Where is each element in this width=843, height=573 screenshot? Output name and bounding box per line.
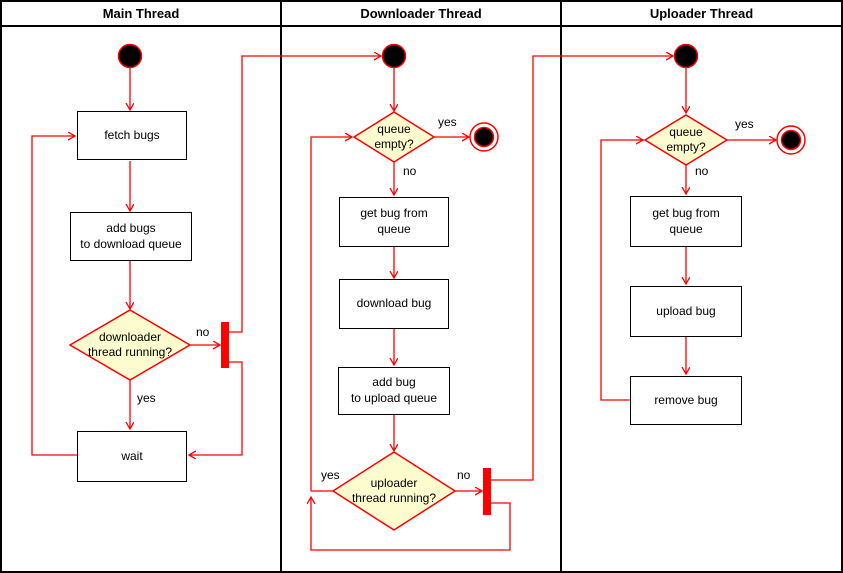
header-separator	[2, 25, 841, 27]
guard-label-uploader-running-yes: yes	[321, 468, 340, 482]
decision-label-uploader-thread-running: uploader thread running?	[351, 476, 437, 505]
final-node-uploader	[776, 125, 806, 155]
decision-downloader-thread-running	[68, 309, 192, 381]
activity-remove-bug: remove bug	[630, 376, 742, 425]
sync-bar-downloader	[483, 468, 491, 515]
initial-node-main	[117, 43, 143, 69]
decision-label-ul-queue-empty: queue empty?	[666, 125, 706, 154]
guard-label-ul-queue-no: no	[695, 164, 709, 178]
activity-ul-get-bug-from-queue: get bug from queue	[630, 196, 742, 247]
activity-dl-get-bug-from-queue: get bug from queue	[339, 197, 449, 247]
edge-sync-to-uploader-start	[491, 56, 673, 481]
activity-fetch-bugs: fetch bugs	[77, 111, 187, 160]
lane-header-main-thread: Main Thread	[102, 6, 180, 21]
initial-node-downloader	[381, 43, 407, 69]
edge-sync-loop-back	[311, 497, 511, 551]
sync-bar-main	[221, 322, 229, 368]
edge-sync-to-downloader-start	[229, 56, 381, 333]
decision-dl-queue-empty	[352, 111, 436, 163]
swimlane-separator-1	[280, 2, 282, 571]
guard-label-main-no: no	[196, 325, 210, 339]
activity-download-bug: download bug	[339, 279, 449, 329]
lane-header-uploader-thread: Uploader Thread	[649, 6, 754, 21]
decision-ul-queue-empty	[643, 114, 729, 166]
guard-label-dl-queue-yes: yes	[438, 115, 457, 129]
flow-edges-uploader	[600, 68, 776, 401]
lane-header-downloader-thread: Downloader Thread	[360, 6, 482, 21]
flow-edges-main	[31, 56, 381, 456]
decision-label-dl-queue-empty: queue empty?	[374, 122, 414, 151]
final-node-downloader	[469, 122, 499, 152]
guard-label-main-yes: yes	[137, 391, 156, 405]
decision-uploader-thread-running	[331, 451, 457, 531]
activity-upload-bug: upload bug	[630, 286, 742, 337]
guard-label-ul-queue-yes: yes	[735, 117, 754, 131]
decision-label-downloader-thread-running: downloader thread running?	[87, 330, 173, 359]
activity-wait: wait	[77, 431, 187, 482]
edge-remove-loop-to-ul-queue-empty	[600, 140, 643, 401]
edge-wait-loop-to-fetch-bugs	[31, 136, 77, 456]
edge-sync-to-wait	[189, 361, 243, 455]
initial-node-uploader	[673, 43, 699, 69]
flow-edges-downloader	[310, 56, 673, 551]
edge-loop-to-dl-queue-empty	[310, 137, 352, 491]
activity-add-bugs-to-download-queue: add bugs to download queue	[70, 212, 192, 261]
swimlane-separator-2	[560, 2, 562, 571]
guard-label-dl-queue-no: no	[403, 164, 417, 178]
guard-label-uploader-running-no: no	[457, 468, 471, 482]
activity-add-bug-to-upload-queue: add bug to upload queue	[338, 367, 450, 415]
